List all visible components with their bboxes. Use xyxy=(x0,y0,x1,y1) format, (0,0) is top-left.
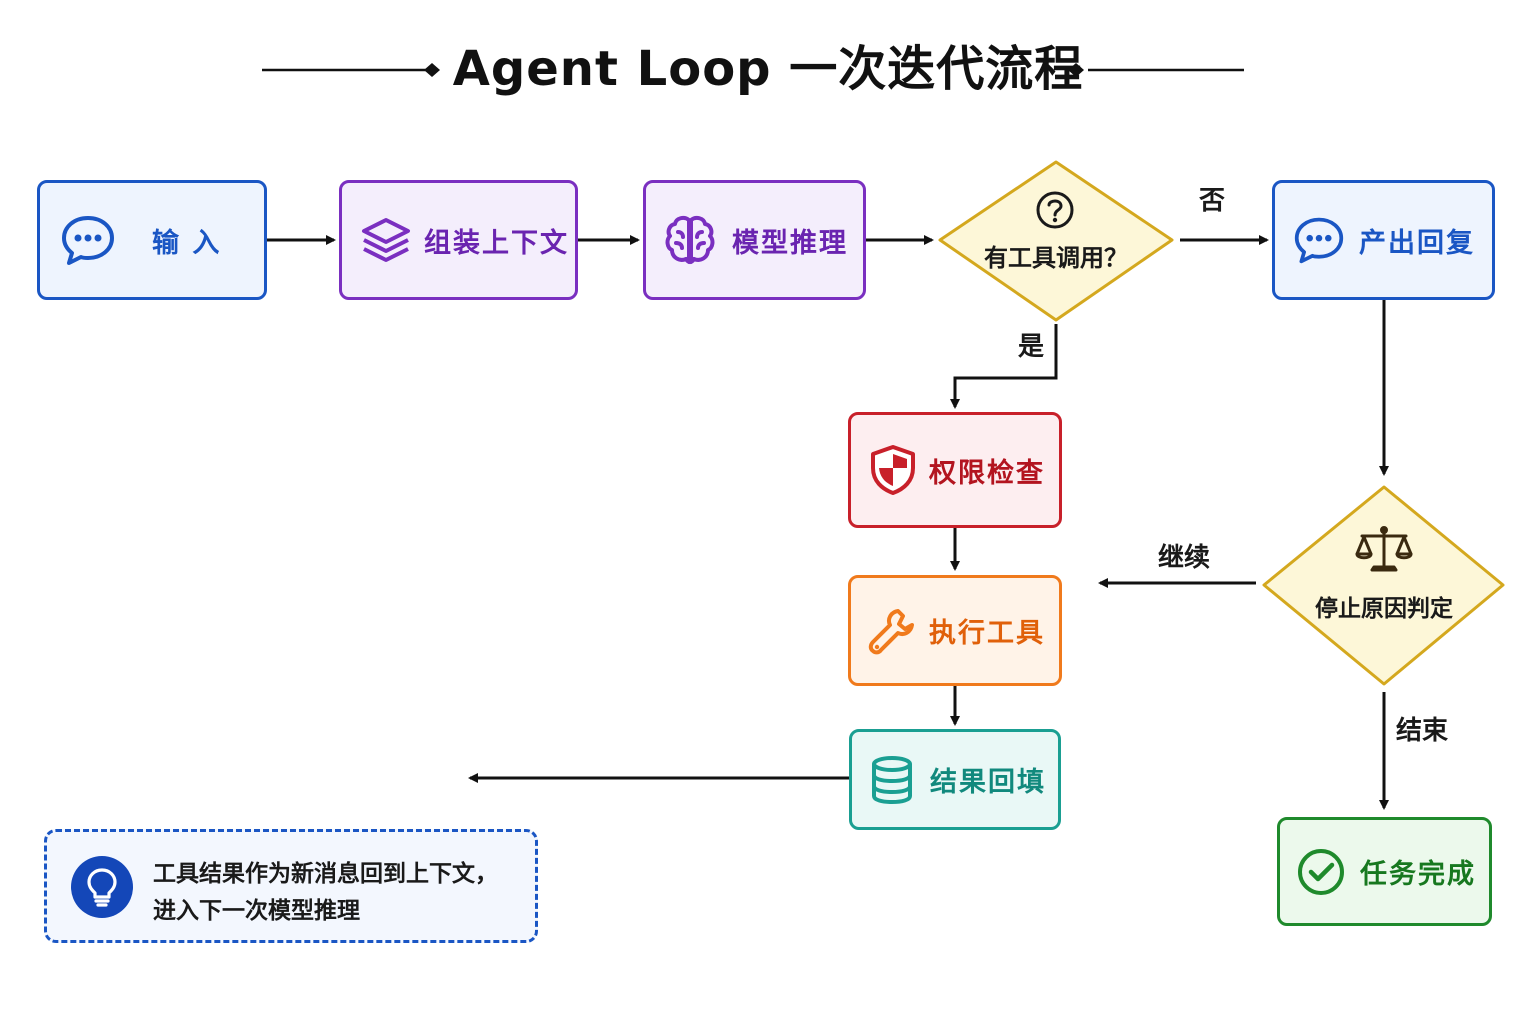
diagram-title: Agent Loop 一次迭代流程 xyxy=(452,41,1084,97)
decision-diamond-tool-call xyxy=(938,160,1174,322)
node-result-backfill[interactable]: 结果回填 xyxy=(849,729,1061,830)
decision-tool-call-label: 有工具调用？ xyxy=(984,244,1128,272)
note-line-1: 工具结果作为新消息回到上下文， xyxy=(153,861,498,887)
edge-label-continue: 继续 xyxy=(1158,543,1211,573)
edge-label-yes: 是 xyxy=(1018,332,1045,362)
node-input-label: 输 入 xyxy=(152,227,222,259)
note-box: 工具结果作为新消息回到上下文， 进入下一次模型推理 xyxy=(44,829,538,943)
edge-label-end: 结束 xyxy=(1396,716,1449,746)
shield-icon xyxy=(869,444,917,496)
layers-icon xyxy=(360,214,412,266)
node-produce-reply[interactable]: 产出回复 xyxy=(1272,180,1495,300)
node-model-inference-label: 模型推理 xyxy=(732,227,848,259)
chat-bubble-icon xyxy=(1293,214,1345,266)
node-result-backfill-label: 结果回填 xyxy=(930,767,1046,798)
node-execute-tool-label: 执行工具 xyxy=(929,618,1045,649)
node-input[interactable]: 输 入 xyxy=(37,180,267,300)
note-text: 工具结果作为新消息回到上下文， 进入下一次模型推理 xyxy=(153,856,533,930)
scales-icon xyxy=(1354,524,1414,576)
brain-icon xyxy=(662,212,718,268)
edge-label-no: 否 xyxy=(1199,186,1226,216)
database-icon xyxy=(868,754,916,806)
decision-diamond-stop-reason xyxy=(1262,485,1505,686)
node-permission-check[interactable]: 权限检查 xyxy=(848,412,1062,528)
node-task-complete-label: 任务完成 xyxy=(1360,859,1476,890)
node-task-complete[interactable]: 任务完成 xyxy=(1277,817,1492,926)
wrench-icon xyxy=(867,606,917,656)
node-model-inference[interactable]: 模型推理 xyxy=(643,180,866,300)
question-circle-icon xyxy=(1034,189,1076,231)
chat-bubble-icon xyxy=(60,212,116,268)
arrow-decision-yes xyxy=(950,324,1058,409)
note-line-2: 进入下一次模型推理 xyxy=(153,898,360,924)
node-execute-tool[interactable]: 执行工具 xyxy=(848,575,1062,686)
title-decoration xyxy=(262,63,1244,77)
node-permission-check-label: 权限检查 xyxy=(929,457,1045,489)
node-produce-reply-label: 产出回复 xyxy=(1359,227,1475,259)
decision-stop-reason-label: 停止原因判定 xyxy=(1315,596,1453,622)
node-assemble-context[interactable]: 组装上下文 xyxy=(339,180,578,300)
lightbulb-icon xyxy=(71,856,133,918)
check-circle-icon xyxy=(1296,847,1346,897)
node-assemble-context-label: 组装上下文 xyxy=(424,227,569,259)
